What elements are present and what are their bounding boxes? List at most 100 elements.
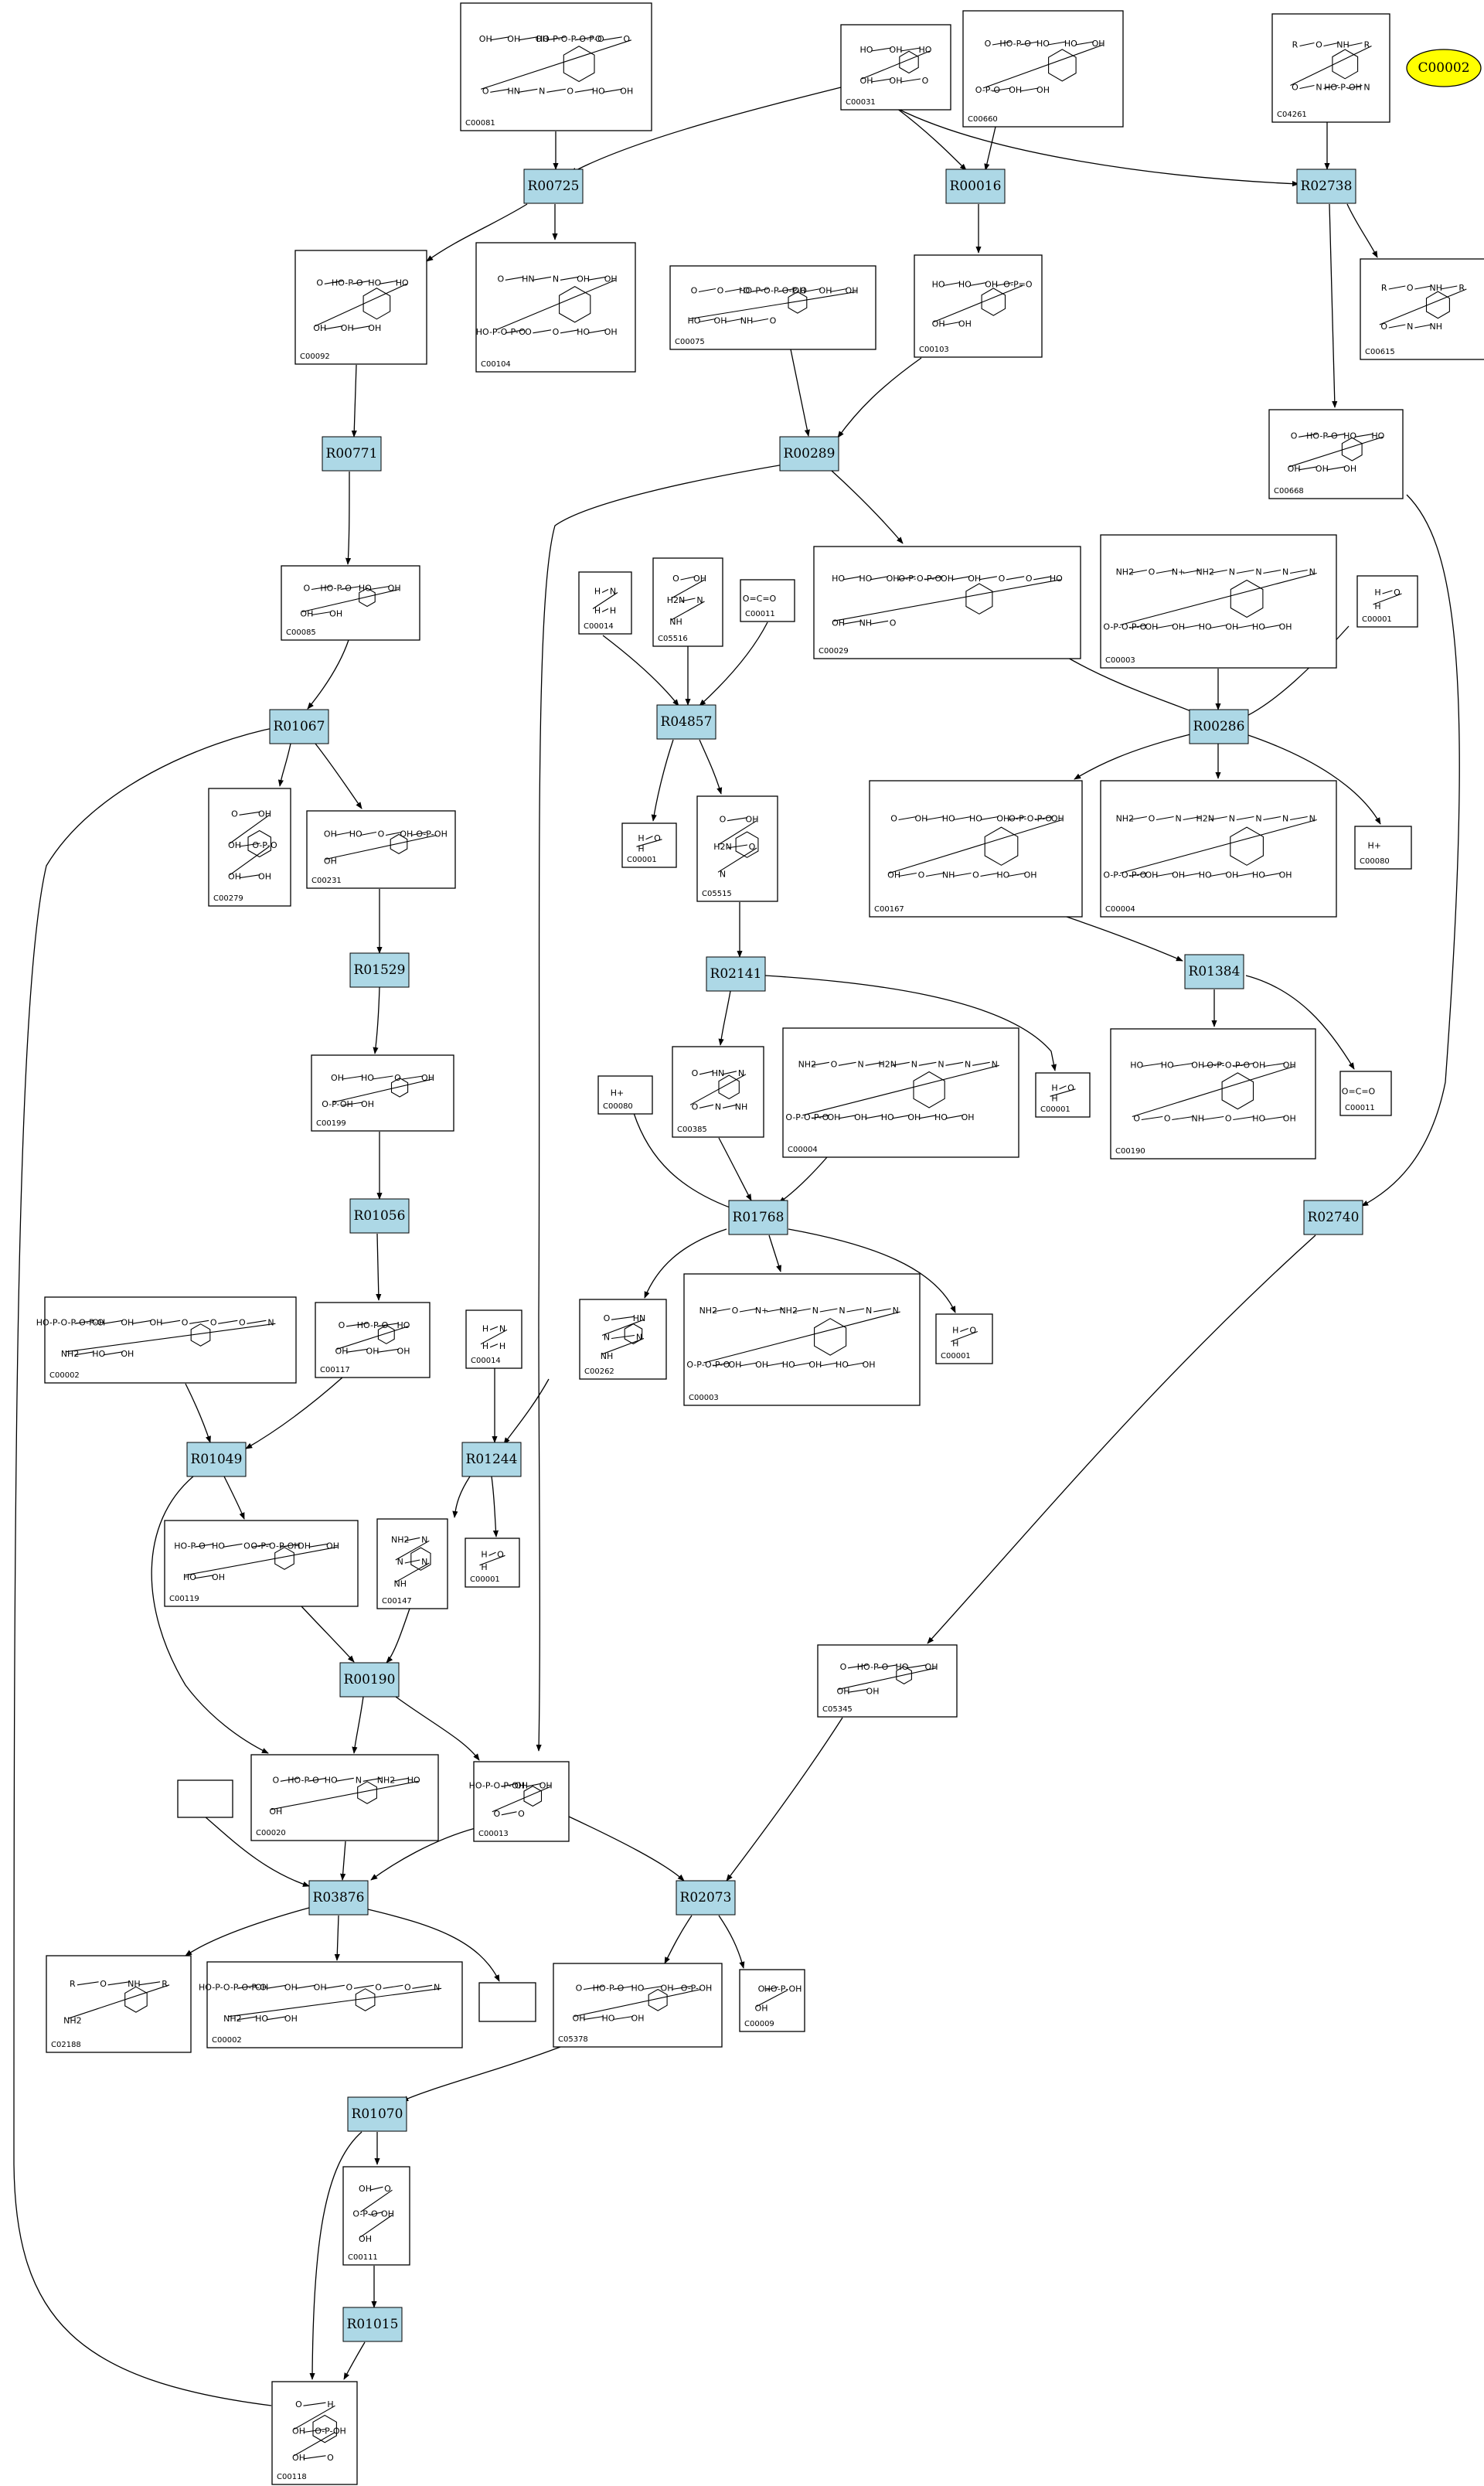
compound-box[interactable] bbox=[465, 1538, 520, 1588]
reaction-r00016[interactable]: R00016 bbox=[945, 169, 1006, 204]
compound-box[interactable] bbox=[817, 1644, 958, 1718]
reaction-box[interactable] bbox=[322, 436, 382, 472]
compound-box[interactable] bbox=[465, 1309, 522, 1369]
reaction-r01056[interactable]: R01056 bbox=[349, 1198, 410, 1234]
reaction-r01067[interactable]: R01067 bbox=[269, 709, 329, 744]
reaction-box[interactable] bbox=[269, 709, 329, 744]
compound-box[interactable] bbox=[740, 579, 795, 622]
reaction-r02073[interactable]: R02073 bbox=[676, 1880, 736, 1916]
compound-box[interactable] bbox=[294, 250, 427, 365]
compound-box[interactable] bbox=[683, 1273, 921, 1406]
reaction-box[interactable] bbox=[945, 169, 1006, 204]
compound-box[interactable] bbox=[869, 780, 1083, 918]
reaction-box[interactable] bbox=[342, 2307, 403, 2342]
compound-box[interactable] bbox=[376, 1518, 448, 1609]
compound-box[interactable] bbox=[914, 254, 1043, 358]
compound-box[interactable] bbox=[311, 1054, 454, 1132]
reaction-r02738[interactable]: R02738 bbox=[1296, 169, 1356, 204]
compound-box[interactable] bbox=[935, 1313, 993, 1364]
compound-box[interactable] bbox=[597, 1075, 653, 1115]
reaction-r04857[interactable]: R04857 bbox=[656, 704, 716, 740]
compound-box[interactable] bbox=[475, 242, 636, 373]
compound-box[interactable] bbox=[579, 1299, 667, 1380]
compound-box[interactable] bbox=[840, 24, 951, 111]
reaction-r01070[interactable]: R01070 bbox=[347, 2096, 407, 2132]
empty-compound-box[interactable] bbox=[478, 1982, 536, 2022]
reaction-r03876[interactable]: R03876 bbox=[308, 1880, 369, 1916]
compound-box[interactable] bbox=[208, 788, 291, 907]
reaction-box[interactable] bbox=[308, 1880, 369, 1916]
compound-c00080[interactable]: H+C00080 bbox=[1354, 826, 1412, 870]
reaction-r01244[interactable]: R01244 bbox=[461, 1442, 522, 1477]
reaction-box[interactable] bbox=[1296, 169, 1356, 204]
reaction-box[interactable] bbox=[523, 169, 584, 204]
compound-box[interactable] bbox=[696, 795, 778, 902]
reaction-r01768[interactable]: R01768 bbox=[728, 1200, 788, 1235]
compound-box[interactable] bbox=[1110, 1028, 1316, 1160]
compound-box[interactable] bbox=[250, 1754, 439, 1841]
compound-box[interactable] bbox=[669, 265, 876, 350]
compound-box[interactable] bbox=[1360, 258, 1484, 360]
reaction-r00725[interactable]: R00725 bbox=[523, 169, 584, 204]
compound-box[interactable] bbox=[460, 2, 652, 131]
reaction-box[interactable] bbox=[1303, 1200, 1363, 1235]
compound-box[interactable] bbox=[652, 557, 723, 647]
highlight-compound-c00002[interactable]: C00002 bbox=[1406, 49, 1482, 87]
compound-box[interactable] bbox=[1100, 534, 1337, 669]
compound-box[interactable] bbox=[206, 1961, 463, 2048]
reaction-r01529[interactable]: R01529 bbox=[349, 952, 410, 988]
compound-box[interactable] bbox=[739, 1969, 805, 2032]
reaction-r01384[interactable]: R01384 bbox=[1184, 954, 1244, 989]
reaction-r00190[interactable]: R00190 bbox=[339, 1662, 400, 1698]
reaction-r00771[interactable]: R00771 bbox=[322, 436, 382, 472]
compound-box[interactable] bbox=[164, 1520, 359, 1607]
compound-box[interactable] bbox=[271, 2381, 358, 2485]
reaction-box[interactable] bbox=[706, 956, 766, 992]
compound-box[interactable] bbox=[1356, 575, 1418, 628]
compound-box[interactable] bbox=[315, 1302, 431, 1378]
compound-box[interactable] bbox=[306, 810, 456, 889]
compound-box[interactable] bbox=[962, 10, 1124, 128]
compound-box[interactable] bbox=[44, 1296, 297, 1384]
compound-box[interactable] bbox=[553, 1963, 723, 2048]
reaction-box[interactable] bbox=[347, 2096, 407, 2132]
reaction-r01015[interactable]: R01015 bbox=[342, 2307, 403, 2342]
compound-box[interactable] bbox=[46, 1955, 192, 2053]
reaction-box[interactable] bbox=[676, 1880, 736, 1916]
